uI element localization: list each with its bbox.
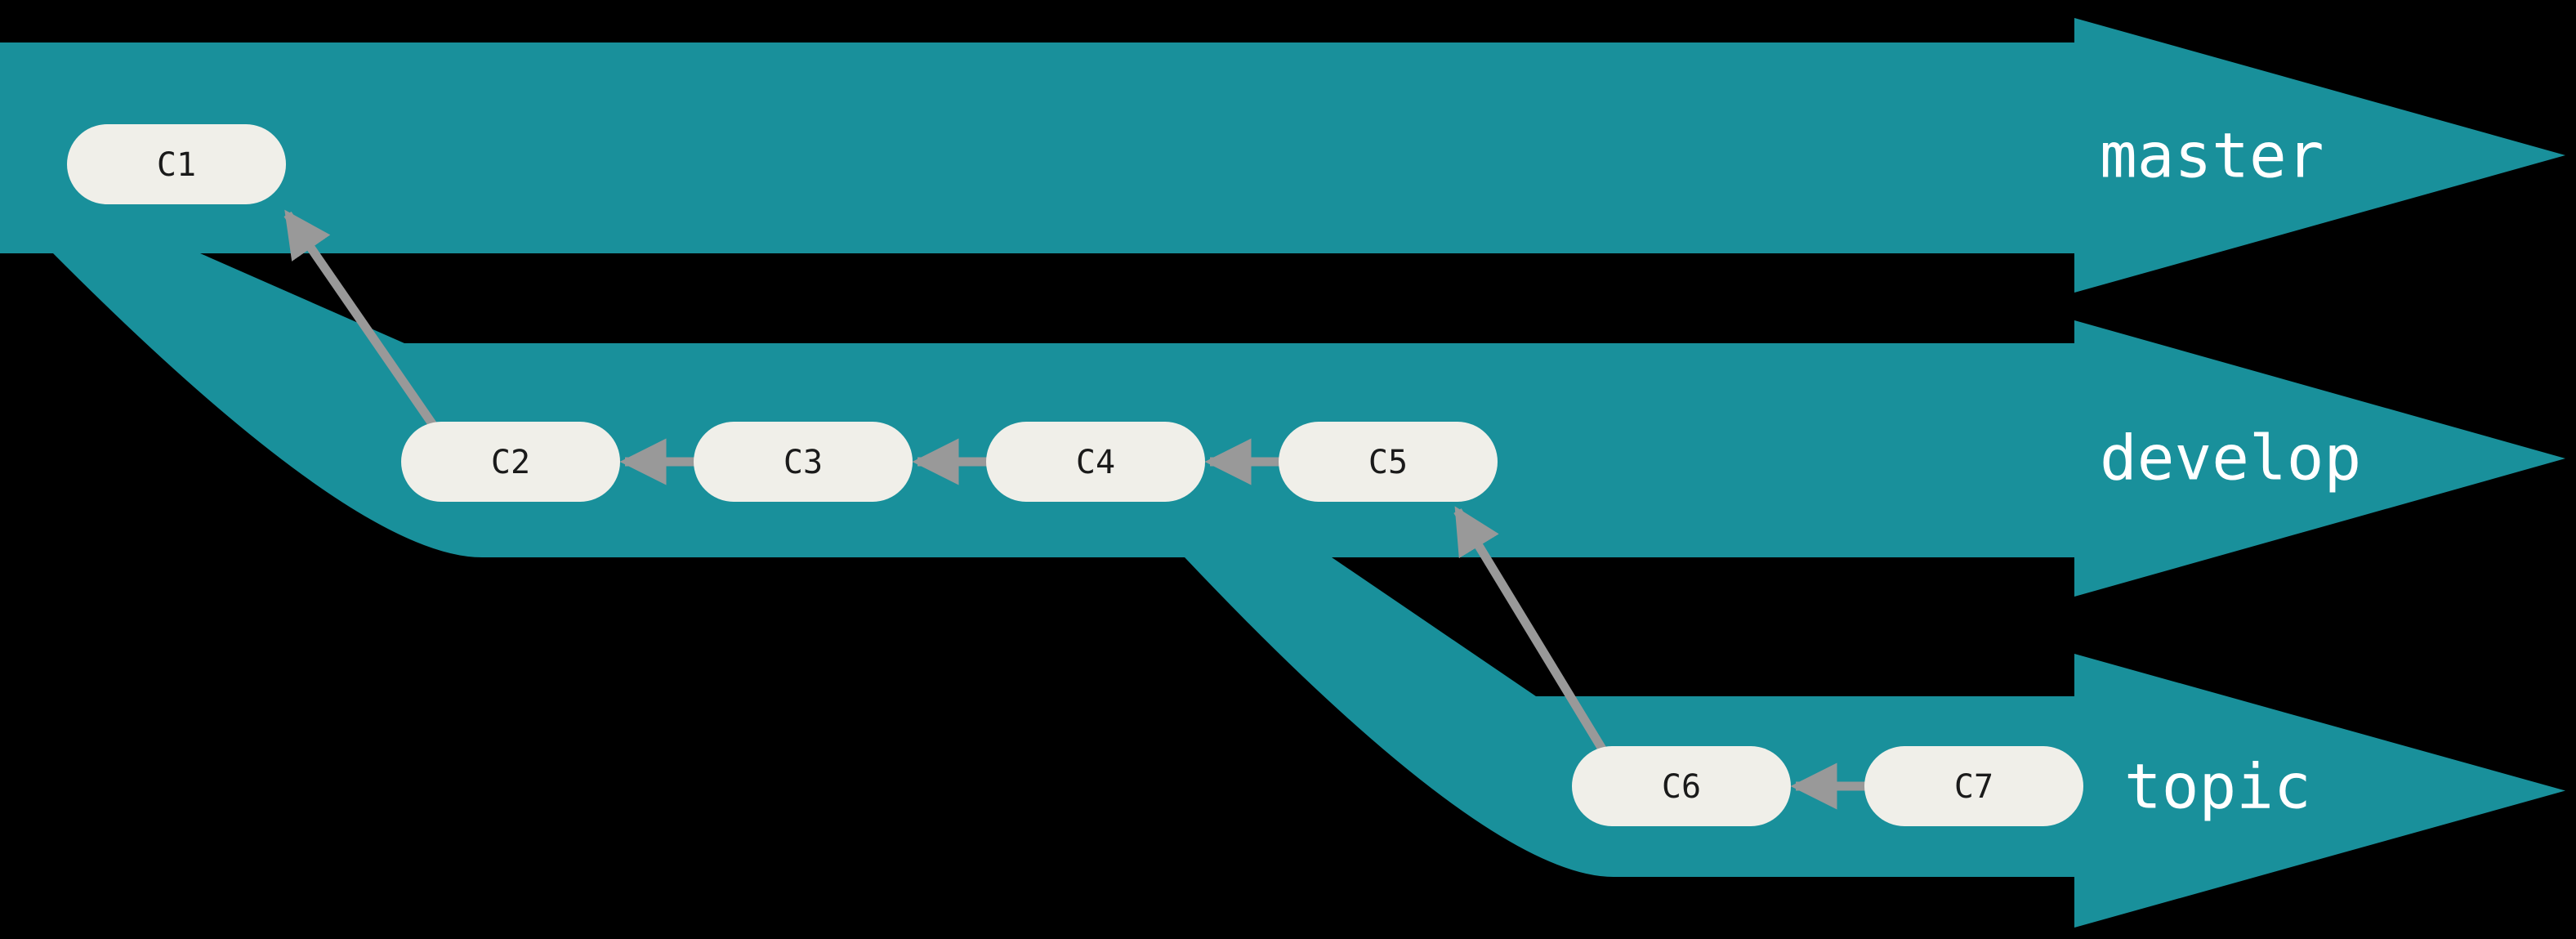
commit-label: C1 [157, 146, 196, 184]
edge-C2-to-C1 [283, 209, 437, 428]
commit-node-C1[interactable]: C1 [67, 124, 286, 204]
branch-lane-develop [53, 253, 2081, 557]
branch-label-master: master [2100, 119, 2324, 192]
commit-label: C5 [1368, 444, 1408, 481]
commit-pill [1279, 422, 1498, 502]
commit-pill [1572, 746, 1791, 826]
branch-label-develop: develop [2100, 422, 2361, 494]
branch-labels-group: master develop topic [2100, 119, 2361, 823]
commit-label: C3 [784, 444, 823, 481]
branch-lane-master [0, 42, 2081, 253]
branch-arrowhead-develop [2074, 320, 2565, 597]
commit-pill [694, 422, 913, 502]
commit-node-C5[interactable]: C5 [1279, 422, 1498, 502]
commit-node-C7[interactable]: C7 [1864, 746, 2083, 826]
edge-C6-to-C5 [1453, 506, 1607, 753]
branch-arrowhead-topic [2074, 654, 2565, 928]
commit-pill [1864, 746, 2083, 826]
branch-lane-topic [1185, 557, 2081, 877]
commit-node-C6[interactable]: C6 [1572, 746, 1791, 826]
commit-pill [67, 124, 286, 204]
commit-node-C3[interactable]: C3 [694, 422, 913, 502]
commit-label: C2 [491, 444, 530, 481]
branch-arrowhead-master [2074, 18, 2565, 293]
commit-label: C7 [1954, 768, 1993, 806]
commit-pill [986, 422, 1205, 502]
commit-pill [401, 422, 620, 502]
commit-label: C4 [1076, 444, 1115, 481]
commit-edges-group [283, 209, 1869, 810]
branch-label-topic: topic [2124, 750, 2311, 823]
commit-label: C6 [1662, 768, 1701, 806]
commit-node-C4[interactable]: C4 [986, 422, 1205, 502]
commit-node-C2[interactable]: C2 [401, 422, 620, 502]
